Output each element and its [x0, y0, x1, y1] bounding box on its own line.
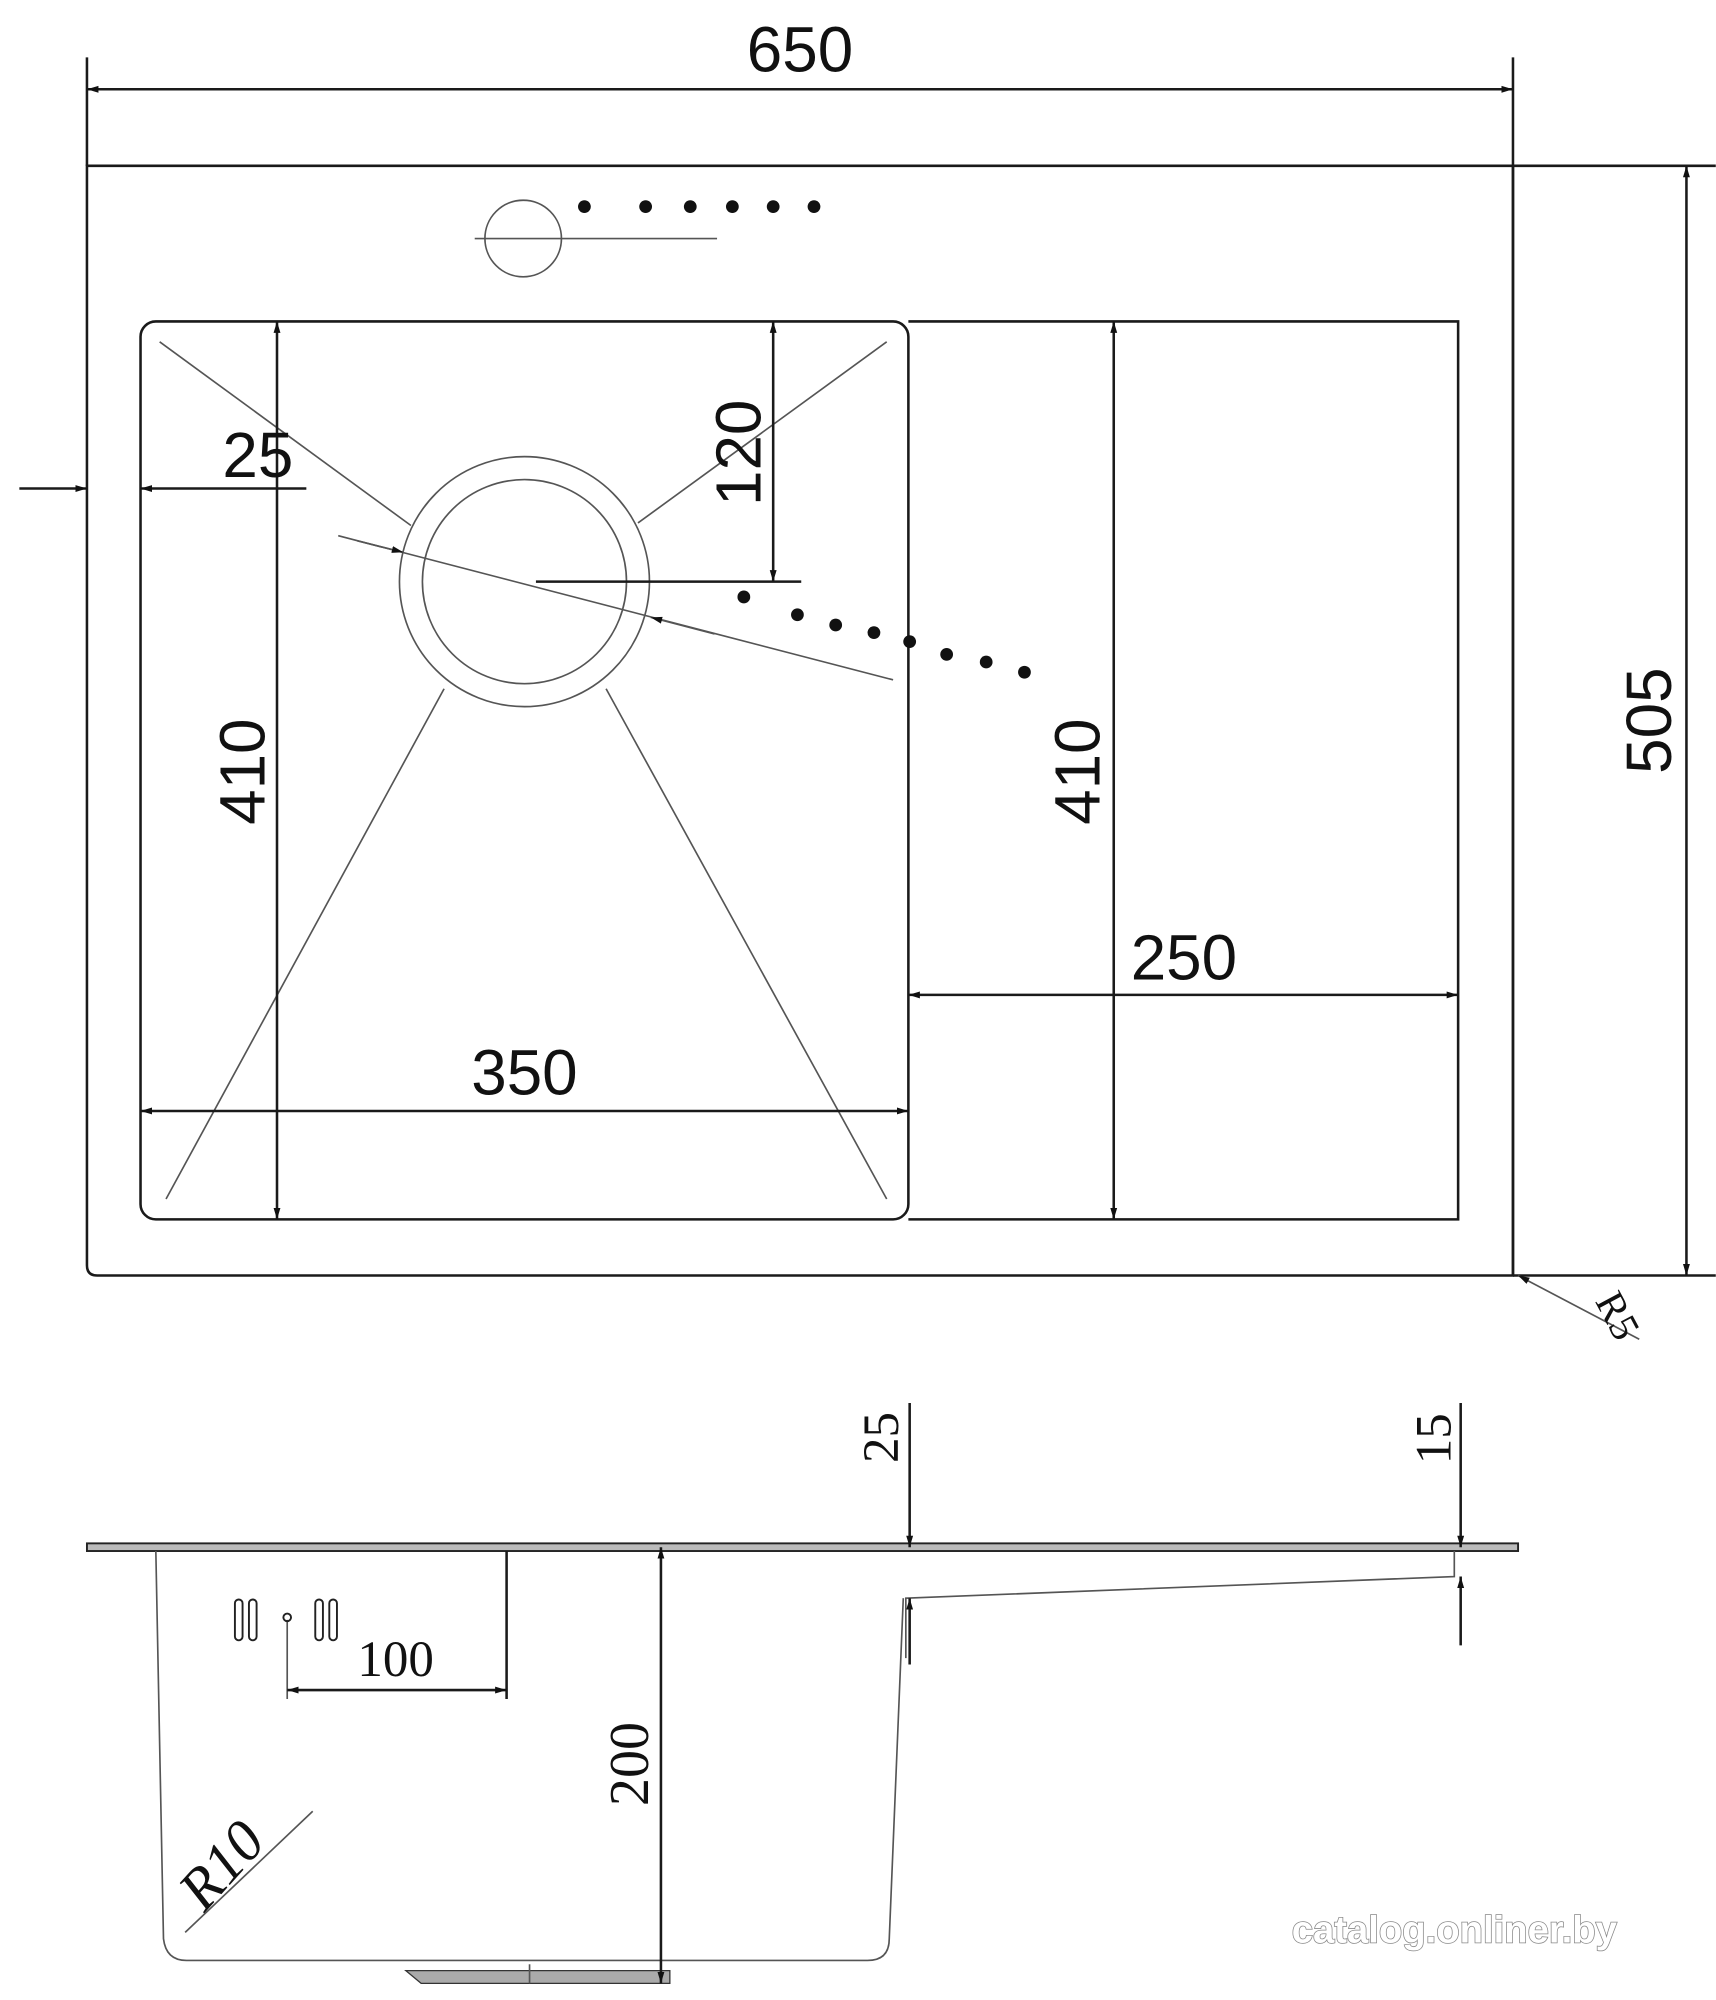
bowl-depth-right-label: 410	[1042, 718, 1114, 824]
corner-radius-label: R5	[1587, 1284, 1649, 1347]
edge-offset-label: 25	[222, 419, 293, 491]
drain-arrow-left	[357, 540, 404, 554]
depth-label: 505	[1613, 667, 1685, 773]
corner-radius-leader	[1517, 1274, 1640, 1341]
bowl-height-label: 200	[599, 1722, 661, 1806]
drain-arrow-right	[650, 616, 715, 635]
rim-thickness-label: 25	[854, 1412, 910, 1463]
bowl-depth-left-label: 410	[206, 718, 278, 824]
drainboard-underside	[905, 1551, 1456, 1659]
countertop-outline	[85, 164, 1515, 1277]
bowl-profile	[155, 1551, 905, 1962]
bowl-outline	[139, 320, 910, 1221]
overflow-slots-icon	[233, 1598, 338, 1642]
drain-outlet	[404, 1970, 671, 1985]
overflow-offset-label: 100	[357, 1632, 434, 1688]
top-view: 650 505 410	[19, 13, 1716, 1347]
faucet-dots	[578, 200, 821, 214]
drainboard-outline	[908, 320, 1460, 1221]
rim-plate	[85, 1542, 1520, 1552]
drainboard-width-label: 250	[1131, 922, 1237, 994]
drain-offset-label: 120	[702, 400, 774, 506]
drain-leader	[338, 534, 894, 681]
bowl-radius-leader	[184, 1810, 314, 1933]
bowl-width-label: 350	[471, 1036, 577, 1108]
side-view: 25 15 200 100 R10	[85, 1403, 1520, 1985]
drainboard-drop-label: 15	[1406, 1413, 1462, 1464]
width-label: 650	[747, 13, 853, 85]
drain-dots	[737, 590, 1031, 679]
watermark: catalog.onliner.by	[1292, 1909, 1618, 1952]
bowl-radius-label: R10	[165, 1808, 277, 1922]
